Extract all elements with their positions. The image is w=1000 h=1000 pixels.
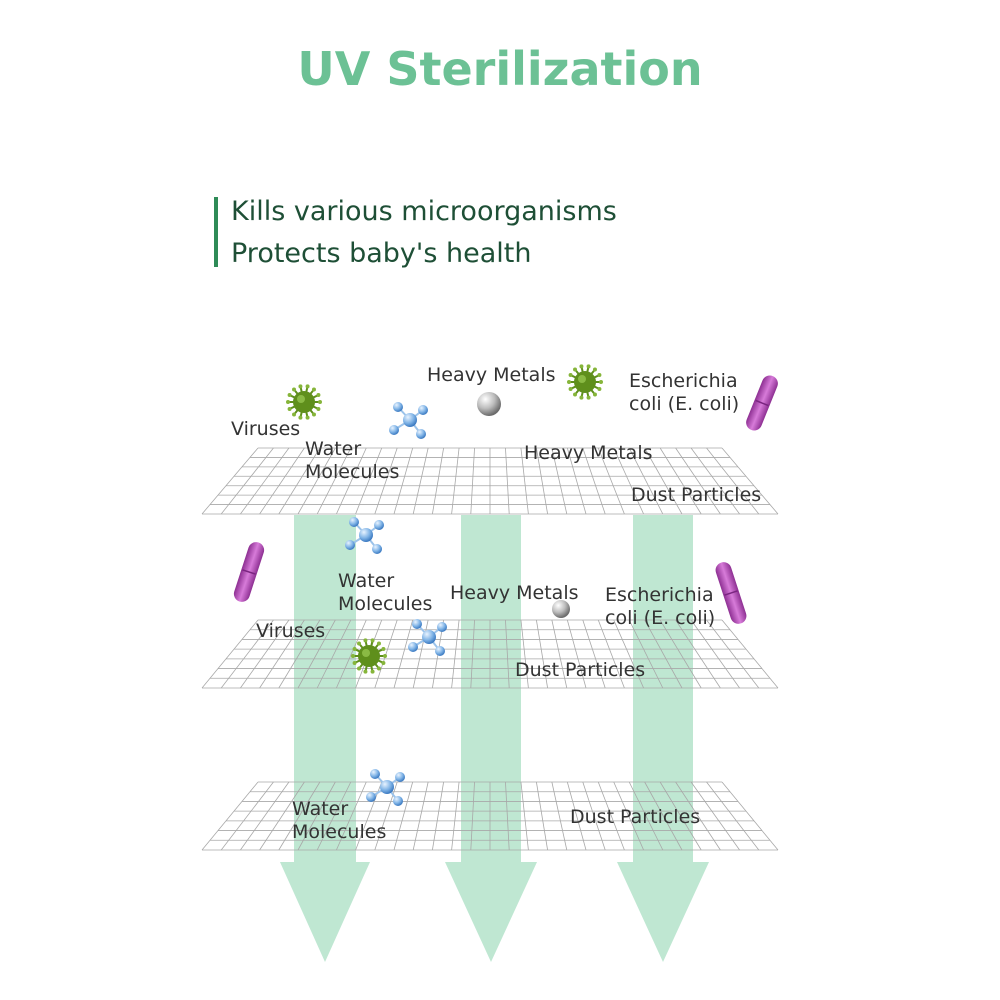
label-dust-particles: Dust Particles (570, 806, 701, 828)
label-heavy-metals: Heavy Metals (524, 442, 653, 464)
label-heavy-metals: Heavy Metals (427, 364, 556, 386)
water-molecule-icon (345, 517, 384, 554)
virus-icon (567, 364, 603, 400)
water-molecule-icon (389, 402, 428, 439)
filter-grids (201, 447, 779, 851)
page-title: UV Sterilization (297, 42, 703, 96)
water-molecule-icon (366, 769, 405, 806)
filter-grid (201, 781, 779, 851)
bacteria-icon (746, 375, 778, 431)
accent-bar (214, 197, 218, 267)
filter-grid (201, 619, 779, 689)
label-dust-particles: Dust Particles (631, 484, 762, 506)
metal-sphere-icon (552, 600, 570, 618)
label-viruses: Viruses (231, 418, 301, 440)
subtitle-line-2: Protects baby's health (231, 238, 532, 269)
virus-icon (351, 638, 387, 674)
subtitle-line-1: Kills various microorganisms (231, 196, 617, 227)
bacteria-icon (715, 562, 747, 624)
label-heavy-metals: Heavy Metals (450, 582, 579, 604)
virus-icon (286, 384, 322, 420)
bacteria-icon (233, 542, 265, 602)
label-dust-particles: Dust Particles (515, 659, 646, 681)
uv-arrow (617, 515, 709, 962)
water-molecule-icon (408, 619, 447, 656)
particle-icons (233, 364, 778, 806)
metal-sphere-icon (477, 392, 501, 416)
label-viruses: Viruses (256, 620, 326, 642)
filter-grid (201, 447, 779, 515)
